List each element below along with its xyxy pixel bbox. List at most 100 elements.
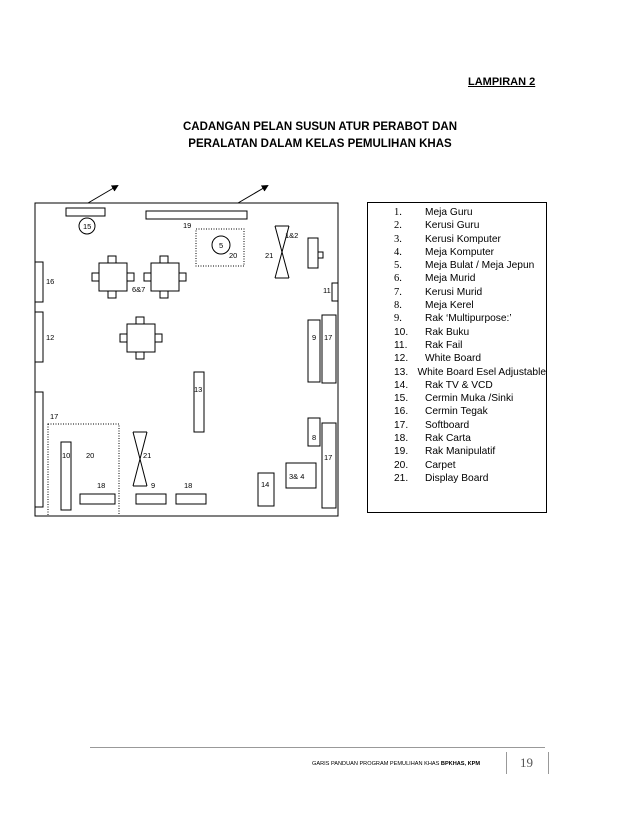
softboard-right-lower [321,422,337,509]
teacher-desk [307,237,319,269]
legend-item-label: Meja Guru [425,207,473,218]
round-table [211,235,231,255]
plan-label-16: 16 [46,277,54,286]
legend-item-number: 9. [394,313,402,325]
legend-item: 4. Meja Komputer [368,246,546,259]
legend-item: 20. Carpet [368,459,546,472]
legend-item-label: Meja Kerel [425,300,474,312]
legend-item-number: 5. [394,260,402,272]
plan-label-9-right: 9 [312,333,316,342]
plan-label-21-bottom: 21 [143,451,151,460]
legend-item-number: 4. [394,246,402,258]
plan-label-17-right-lower: 17 [324,453,332,462]
plan-label-18-left: 18 [97,481,105,490]
legend-item: 7.Kerusi Murid [368,286,546,299]
legend-item: 21. Display Board [368,472,546,485]
legend-item-number: 16. [394,406,409,418]
legend-item: 16. Cermin Tegak [368,405,546,418]
appendix-heading: LAMPIRAN 2 [468,76,536,88]
page-number: 19 [520,755,533,770]
legend-item: 13. White Board Esel Adjustable [368,366,546,379]
plan-label-9-bottom: 9 [151,481,155,490]
legend-item-label: Cermin Muka /Sinki [425,393,514,405]
door-arrow-right [237,184,269,204]
plan-label-20-top: 20 [229,251,237,260]
legend-item-label: White Board Esel Adjustable [417,366,546,378]
file-shelf [331,282,339,302]
footer-org: BPKHAS, KPM [440,761,481,767]
carrel-desk [307,417,321,447]
legend-item-number: 20. [394,459,409,471]
legend-item: 12. White Board [368,352,546,365]
legend-item-label: Cermin Tegak [425,406,488,418]
footer-divider [90,747,545,748]
plan-label-14: 14 [261,480,269,489]
legend-item-number: 6. [394,273,402,285]
legend-item: 17.Softboard [368,419,546,432]
legend-item: 15. Cermin Muka /Sinki [368,392,546,405]
legend-item-label: White Board [425,353,482,365]
student-table-2 [150,262,180,292]
document-title-line-1: CADANGAN PELAN SUSUN ATUR PERABOT DAN [182,121,458,133]
legend-item-label: Kerusi Guru [425,220,480,232]
legend-item: 10.Rak Buku [368,326,546,339]
legend-item-number: 3. [394,233,402,245]
legend-item-label: Rak Fail [425,339,463,351]
student-table-1 [98,262,128,292]
softboard-right-upper [321,314,337,384]
legend-list: 1. Meja Guru 2. Kerusi Guru 3. Kerusi Kompute… [368,203,546,485]
legend-item-label: Softboard [425,419,470,431]
chart-rack-left [79,493,116,505]
manipulative-shelf [145,210,248,220]
page-number-box [506,752,549,774]
legend-item: 5.Meja Bulat / Meja Jepun [368,259,546,272]
tv-rack [257,472,275,507]
plan-label-19: 19 [183,221,191,230]
legend-item: 2. Kerusi Guru [368,219,546,232]
plan-label-1and2: 1&2 [285,231,298,240]
legend-item-number: 8. [394,300,402,312]
legend-item-number: 10. [394,326,409,338]
document-title-line-2: PERALATAN DALAM KELAS PEMULIHAN KHAS [188,138,452,150]
carpet-area-bottom [47,423,120,517]
plan-label-8: 8 [312,433,316,442]
legend-item-label: Rak Carta [425,433,471,445]
legend-item-label: Meja Murid [425,273,476,285]
legend-item-label: Rak ‘Multipurpose:’ [425,313,512,325]
legend-item-label: Carpet [425,459,456,471]
plan-label-17-right-upper: 17 [324,333,332,342]
plan-label-12: 12 [46,333,54,342]
legend-item-number: 21. [394,472,409,484]
legend-item: 6. Meja Murid [368,272,546,285]
legend-item-number: 2. [394,220,402,232]
legend-item-number: 19. [394,446,409,458]
legend-item-number: 12. [394,353,409,365]
plan-label-18-right: 18 [184,481,192,490]
legend-item-number: 13. [394,366,409,378]
legend-item-label: Kerusi Komputer [425,233,501,245]
multipurpose-shelf-bottom [135,493,167,505]
plan-label-21-top: 21 [265,251,273,260]
white-board-esel [193,371,205,433]
legend-item: 1. Meja Guru [368,206,546,219]
student-table-3 [126,323,156,353]
display-board-top-b [274,225,290,279]
plan-label-17-left: 17 [50,412,58,421]
legend-item-number: 1. [394,207,402,218]
legend-item: 18. Rak Carta [368,432,546,445]
teacher-chair [317,251,324,259]
plan-label-11: 11 [323,286,331,295]
door-arrow-left [87,184,119,204]
legend-item-label: Kerusi Murid [425,286,483,298]
legend-item-number: 15. [394,393,409,405]
sink-mirror [78,217,96,235]
legend-item: 8. Meja Kerel [368,299,546,312]
legend-box: 1. Meja Guru 2. Kerusi Guru 3. Kerusi Kompute… [367,202,547,513]
legend-item-label: Display Board [425,472,489,484]
plan-label-3and4: 3& 4 [289,472,304,481]
legend-item-label: Meja Komputer [425,246,495,258]
legend-item: 11.Rak Fail [368,339,546,352]
legend-item-number: 18. [394,433,409,445]
white-board [34,311,44,363]
